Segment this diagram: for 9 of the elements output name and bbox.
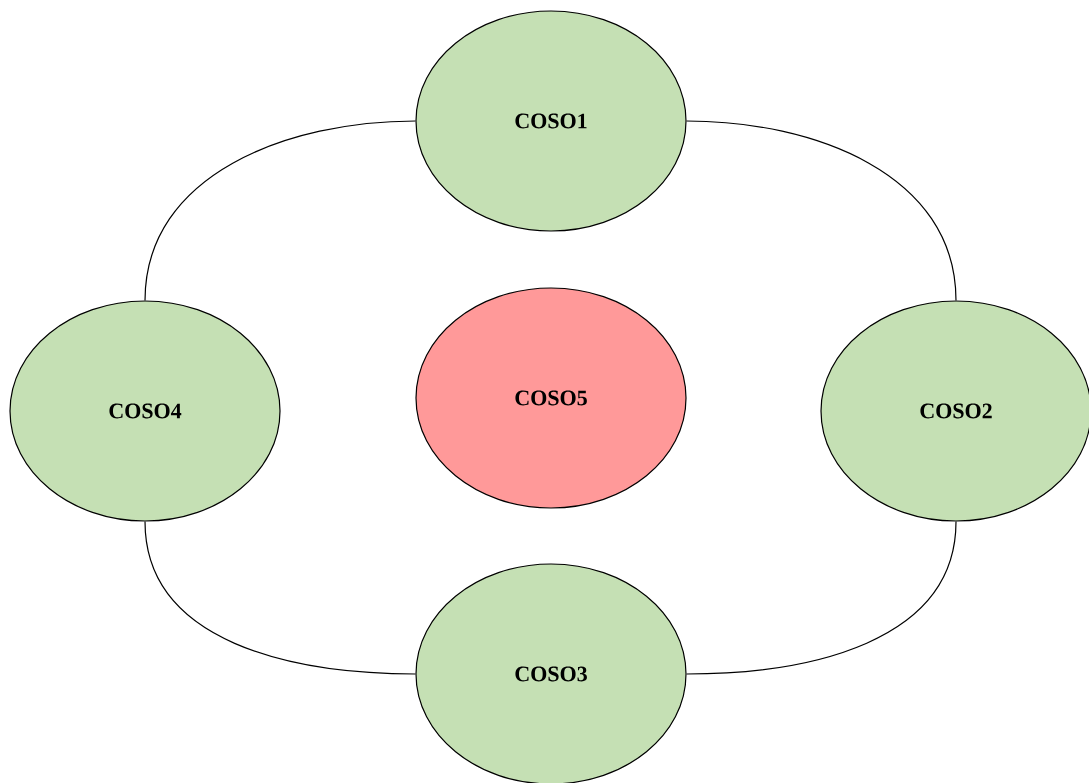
ellipse-node: COSO2 (820, 300, 1089, 522)
ellipse-node: COSO1 (415, 10, 687, 232)
connector (144, 120, 416, 301)
connector (144, 521, 416, 675)
connector (686, 120, 957, 301)
ellipse-node: COSO3 (415, 563, 687, 783)
connector (686, 521, 957, 675)
ellipse-node: COSO5 (415, 287, 687, 509)
ellipse-node: COSO4 (9, 300, 281, 522)
